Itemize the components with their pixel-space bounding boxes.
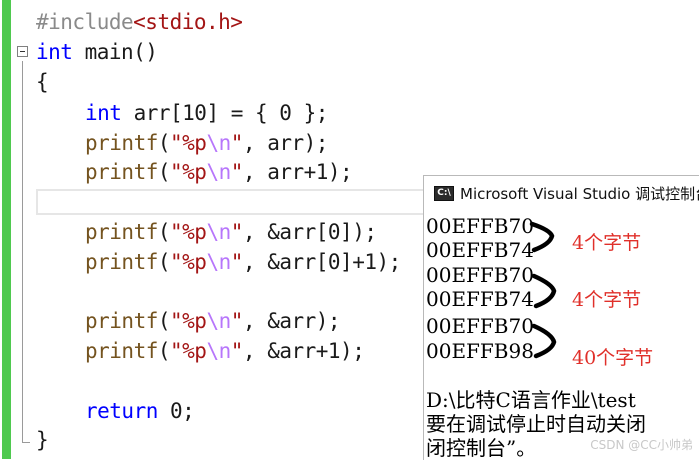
code-token: , &arr[0]); xyxy=(242,220,377,244)
code-line-open-brace[interactable]: { xyxy=(36,68,49,96)
code-token: " xyxy=(230,339,244,363)
code-token: printf xyxy=(85,339,158,363)
code-token: 0; xyxy=(157,399,195,423)
code-token: int xyxy=(85,101,122,125)
collapse-main-icon[interactable] xyxy=(17,46,28,57)
code-token: , arr+1); xyxy=(242,160,353,184)
code-token: "%p xyxy=(170,339,207,363)
code-line-close-brace[interactable]: } xyxy=(36,426,49,454)
code-line-printf-addr-arr[interactable]: printf("%p\n", &arr); xyxy=(85,307,341,335)
console-output-line: 00EFFB70 xyxy=(426,314,534,338)
csdn-watermark: CSDN @CC小帅弟 xyxy=(590,438,693,452)
code-token: , &arr[0]+1); xyxy=(242,250,401,274)
code-token: ( xyxy=(157,160,171,184)
code-token: " xyxy=(230,250,244,274)
console-path-line: D:\比特C语言作业\test xyxy=(426,388,636,412)
current-line-highlight xyxy=(36,189,436,215)
code-token: " xyxy=(230,131,244,155)
console-output-line: 00EFFB98 xyxy=(426,339,534,363)
debug-console-window[interactable]: C:\ Microsoft Visual Studio 调试控制台 00EFFB… xyxy=(423,175,699,460)
code-line-printf-addr-arr-plus1[interactable]: printf("%p\n", &arr+1); xyxy=(85,337,365,365)
console-title: Microsoft Visual Studio 调试控制台 xyxy=(460,185,699,203)
code-line-include[interactable]: #include<stdio.h> xyxy=(36,8,243,36)
console-message-line: 要在调试停止时自动关闭 xyxy=(426,412,646,436)
code-token: main() xyxy=(72,40,158,64)
code-token: "%p xyxy=(170,160,207,184)
code-line-printf-arr[interactable]: printf("%p\n", arr); xyxy=(85,129,328,157)
code-token: arr[10] = { 0 }; xyxy=(121,101,329,125)
code-token: { xyxy=(36,70,49,94)
code-token: } xyxy=(36,428,49,452)
brace-mark-1 xyxy=(529,221,555,253)
code-line-printf-arr-plus1[interactable]: printf("%p\n", arr+1); xyxy=(85,158,353,186)
code-token: ( xyxy=(157,131,171,155)
code-token: "%p xyxy=(170,131,207,155)
code-token: return xyxy=(85,399,158,423)
code-token: printf xyxy=(85,250,158,274)
code-token: , &arr); xyxy=(242,309,341,333)
code-token: #include xyxy=(36,10,134,34)
code-token: ( xyxy=(157,309,171,333)
console-app-icon: C:\ xyxy=(434,186,454,201)
code-token: \n xyxy=(206,339,231,363)
console-output-line: 00EFFB70 xyxy=(426,214,534,238)
code-token: printf xyxy=(85,160,158,184)
console-output-line: 00EFFB70 xyxy=(426,263,534,287)
code-token: printf xyxy=(85,220,158,244)
console-titlebar[interactable]: C:\ Microsoft Visual Studio 调试控制台 xyxy=(424,176,699,212)
code-line-printf-addr-arr0[interactable]: printf("%p\n", &arr[0]); xyxy=(85,218,377,246)
code-token: <stdio.h> xyxy=(133,10,243,34)
code-token: \n xyxy=(206,220,231,244)
code-line-arr-decl[interactable]: int arr[10] = { 0 }; xyxy=(85,99,328,127)
console-output-line: 00EFFB74 xyxy=(426,287,534,311)
code-token: \n xyxy=(206,131,231,155)
annotation-4-bytes: 4个字节 xyxy=(572,289,642,311)
code-token: \n xyxy=(206,250,231,274)
code-token: int xyxy=(36,40,73,64)
code-token: ( xyxy=(157,339,171,363)
code-token: , arr); xyxy=(242,131,329,155)
brace-mark-3 xyxy=(531,323,557,359)
code-token: , &arr+1); xyxy=(242,339,365,363)
code-line-main-decl[interactable]: int main() xyxy=(36,38,158,66)
code-token: " xyxy=(230,309,244,333)
annotation-40-bytes: 40个字节 xyxy=(572,347,654,369)
code-token: "%p xyxy=(170,220,207,244)
console-output-line: 00EFFB74 xyxy=(426,238,534,262)
code-token: printf xyxy=(85,309,158,333)
code-line-return[interactable]: return 0; xyxy=(85,397,195,425)
change-indicator-bar xyxy=(2,0,11,459)
code-token: ( xyxy=(157,250,171,274)
brace-mark-2 xyxy=(531,273,557,309)
code-token: "%p xyxy=(170,309,207,333)
fold-guide-end xyxy=(22,442,30,443)
code-token: \n xyxy=(206,160,231,184)
handwritten-brace-marks xyxy=(529,221,557,359)
code-token: ( xyxy=(157,220,171,244)
code-line-printf-addr-arr0-plus1[interactable]: printf("%p\n", &arr[0]+1); xyxy=(85,248,401,276)
fold-guide-line xyxy=(22,61,23,443)
code-token: " xyxy=(230,160,244,184)
annotation-4-bytes: 4个字节 xyxy=(572,232,642,254)
code-token: \n xyxy=(206,309,231,333)
console-message-line: 闭控制台”。 xyxy=(426,436,537,460)
code-token: "%p xyxy=(170,250,207,274)
code-token: printf xyxy=(85,131,158,155)
code-token: " xyxy=(230,220,244,244)
